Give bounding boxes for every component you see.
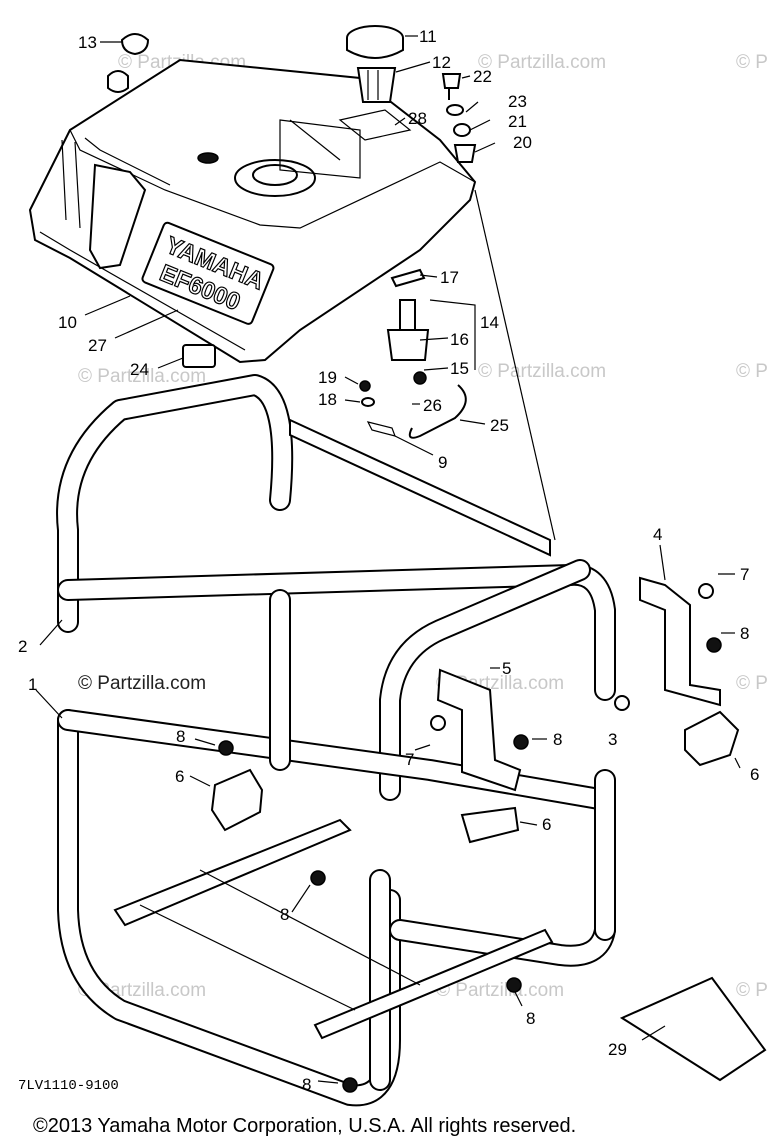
callout-18: 18	[318, 390, 337, 409]
callout-24: 24	[130, 360, 149, 379]
watermark: © P	[736, 673, 768, 694]
watermark: © Partzilla.com	[78, 366, 206, 387]
callout-7: 7	[740, 565, 749, 584]
copyright-notice: ©2013 Yamaha Motor Corporation, U.S.A. A…	[33, 1115, 576, 1137]
watermark: © Partzilla.com	[78, 673, 206, 694]
callout-20: 20	[513, 133, 532, 152]
callout-26: 26	[423, 396, 442, 415]
callout-8: 8	[526, 1009, 535, 1028]
callout-8: 8	[740, 624, 749, 643]
callout-4: 4	[653, 525, 662, 544]
fasteners	[218, 583, 722, 1093]
fuel-cock	[359, 268, 467, 439]
callout-6: 6	[175, 767, 184, 786]
callout-19: 19	[318, 368, 337, 387]
callout-25: 25	[490, 416, 509, 435]
callout-8: 8	[553, 730, 562, 749]
callout-16: 16	[450, 330, 469, 349]
callout-6: 6	[750, 765, 759, 784]
callout-27: 27	[88, 336, 107, 355]
callout-21: 21	[508, 112, 527, 131]
mount-dampers	[210, 710, 740, 844]
callout-2: 2	[18, 637, 27, 656]
watermark: © Partzilla.com	[478, 52, 606, 73]
callout-5: 5	[502, 659, 511, 678]
callout-14: 14	[480, 313, 499, 332]
watermark: © Partzilla.com	[436, 980, 564, 1001]
frame	[56, 374, 616, 1107]
callout-8: 8	[302, 1075, 311, 1094]
watermark: © P	[736, 980, 768, 1001]
callout-29: 29	[608, 1040, 627, 1059]
fuel-tank: YAMAHA EF6000	[28, 58, 477, 364]
callout-labels: 13 11 12 22 23 21 20 28 10 27 24 17 14 1…	[18, 27, 759, 1094]
callout-7: 7	[405, 750, 414, 769]
watermark: © Partzilla.com	[478, 361, 606, 382]
leader-lines	[35, 35, 741, 1084]
callout-3: 3	[608, 730, 617, 749]
drawing-code: 7LV1110-9100	[18, 1078, 119, 1094]
callout-13: 13	[78, 33, 97, 52]
watermark: © P	[736, 52, 768, 73]
callout-12: 12	[432, 53, 451, 72]
callout-17: 17	[440, 268, 459, 287]
brackets	[436, 576, 721, 792]
tank-cap-parts	[107, 25, 477, 179]
rubber-block	[182, 344, 216, 368]
callout-22: 22	[473, 67, 492, 86]
callout-15: 15	[450, 359, 469, 378]
callout-1: 1	[28, 675, 37, 694]
callout-28: 28	[408, 109, 427, 128]
callout-10: 10	[58, 313, 77, 332]
cover-sheet	[619, 976, 767, 1082]
watermark: © P	[736, 361, 768, 382]
callout-23: 23	[508, 92, 527, 111]
callout-8: 8	[280, 905, 289, 924]
callout-11: 11	[419, 27, 437, 46]
callout-6: 6	[542, 815, 551, 834]
callout-9: 9	[438, 453, 447, 472]
guide-lines	[289, 119, 556, 541]
callout-8: 8	[176, 727, 185, 746]
